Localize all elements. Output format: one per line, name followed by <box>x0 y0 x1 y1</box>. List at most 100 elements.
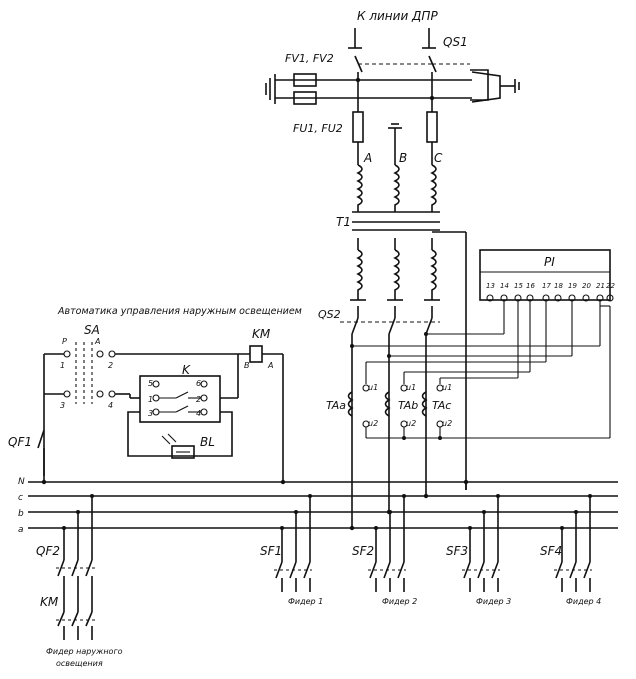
label-sf4: SF4 <box>540 544 562 558</box>
junction-dot <box>560 526 564 530</box>
label-sa-2: 2 <box>108 361 113 370</box>
label-qf1: QF1 <box>8 435 32 449</box>
pi-terminal-label: 16 <box>526 282 535 290</box>
label-ta-c: TAc <box>432 399 451 412</box>
pi-terminal <box>486 294 494 302</box>
label-phase-c: C <box>434 151 443 165</box>
label-phase-b: B <box>399 151 407 165</box>
label-sa-p: P <box>62 337 67 346</box>
label-km-bottom: KM <box>40 595 59 609</box>
junction-dot <box>482 510 486 514</box>
breaker-contact <box>555 561 563 579</box>
label-bus-c: c <box>18 493 23 503</box>
pi-terminal-label: 21 <box>596 282 605 290</box>
incoming-line-wiring <box>265 28 520 165</box>
pi-terminal-label: 22 <box>606 282 615 290</box>
label-feeder4: Фидер 4 <box>566 597 601 606</box>
label-k-3: 3 <box>148 409 153 418</box>
junction-dot <box>402 494 406 498</box>
label-km-a: A <box>267 361 273 370</box>
pi-terminal-label: 18 <box>554 282 563 290</box>
pi-terminal-label: 19 <box>568 282 577 290</box>
pi-terminal <box>554 294 562 302</box>
label-ta-b-u2: u2 <box>406 419 416 428</box>
pi-terminal-label: 20 <box>582 282 591 290</box>
junction-dot <box>280 526 284 530</box>
label-pi: PI <box>544 255 555 269</box>
label-outdoor-feeder-1: Фидер наружного <box>46 647 123 656</box>
transformer-t1 <box>350 164 467 490</box>
label-ta-b: TAb <box>398 399 418 412</box>
breaker-contact <box>369 561 377 579</box>
label-fu: FU1, FU2 <box>293 122 343 135</box>
label-ta-c-u2: u2 <box>442 419 452 428</box>
breaker-qf1 <box>37 429 45 482</box>
label-sa-3: 3 <box>60 401 65 410</box>
label-sf2: SF2 <box>352 544 374 558</box>
label-outdoor-feeder-2: освещения <box>56 659 103 668</box>
label-sa-a: A <box>94 337 100 346</box>
label-phase-a: A <box>363 151 372 165</box>
pi-terminal-label: 13 <box>486 282 495 290</box>
label-k-4: 4 <box>196 409 201 418</box>
automation-circuit <box>43 342 284 482</box>
bus-lines <box>28 479 618 531</box>
breaker-contact <box>275 561 283 579</box>
pi-terminal-label: 15 <box>514 282 523 290</box>
label-k-2: 2 <box>196 395 201 404</box>
pi-terminal-label: 17 <box>542 282 551 290</box>
label-feeder2: Фидер 2 <box>382 597 417 606</box>
junction-dot <box>374 526 378 530</box>
label-km-top: KM <box>252 327 271 341</box>
label-bl: BL <box>200 435 215 449</box>
contactor-contact <box>85 611 93 627</box>
label-ta-a-u2: u2 <box>368 419 378 428</box>
label-bus-b: b <box>18 509 24 519</box>
label-ta-b-u1: u1 <box>406 383 416 392</box>
label-k-6: 6 <box>196 379 201 388</box>
label-feeder1: Фидер 1 <box>288 597 323 606</box>
pi-terminal <box>582 294 590 302</box>
label-feeder3: Фидер 3 <box>476 597 511 606</box>
label-t1: T1 <box>336 215 351 229</box>
label-fv: FV1, FV2 <box>285 52 334 65</box>
current-transformers <box>347 384 444 438</box>
junction-dot <box>574 510 578 514</box>
junction-dot <box>90 494 94 498</box>
label-km-b: B <box>244 361 250 370</box>
label-sf1: SF1 <box>260 544 282 558</box>
junction-dot <box>308 494 312 498</box>
label-qf2: QF2 <box>36 544 60 558</box>
label-bus-n: N <box>18 477 25 487</box>
meter-pi <box>479 249 611 301</box>
label-sf3: SF3 <box>446 544 468 558</box>
junction-dot <box>388 510 392 514</box>
label-qs1: QS1 <box>443 35 468 49</box>
junction-dot <box>62 526 66 530</box>
contactor-contact <box>57 611 65 627</box>
junction-dot <box>76 510 80 514</box>
pi-terminal-label: 14 <box>500 282 509 290</box>
label-ta-a: TAa <box>326 399 346 412</box>
label-k-5: 5 <box>148 379 153 388</box>
junction-dot <box>496 494 500 498</box>
label-k: K <box>182 363 191 377</box>
breaker-contact <box>57 559 65 577</box>
pi-terminal <box>606 294 614 302</box>
label-bus-a: a <box>18 525 24 535</box>
label-ta-a-u1: u1 <box>368 383 378 392</box>
contactor-contact <box>71 611 79 627</box>
junction-dot <box>468 526 472 530</box>
junction-dot <box>294 510 298 514</box>
label-incoming-line: К линии ДПР <box>357 9 438 23</box>
meter-wiring <box>350 300 611 440</box>
label-qs2: QS2 <box>318 308 341 321</box>
label-sa: SA <box>84 323 100 337</box>
label-sa-4: 4 <box>108 401 113 410</box>
feeder-group <box>56 494 592 640</box>
automation-title: Автоматика управления наружным освещение… <box>57 306 302 317</box>
junction-dot <box>588 494 592 498</box>
breaker-contact <box>463 561 471 579</box>
